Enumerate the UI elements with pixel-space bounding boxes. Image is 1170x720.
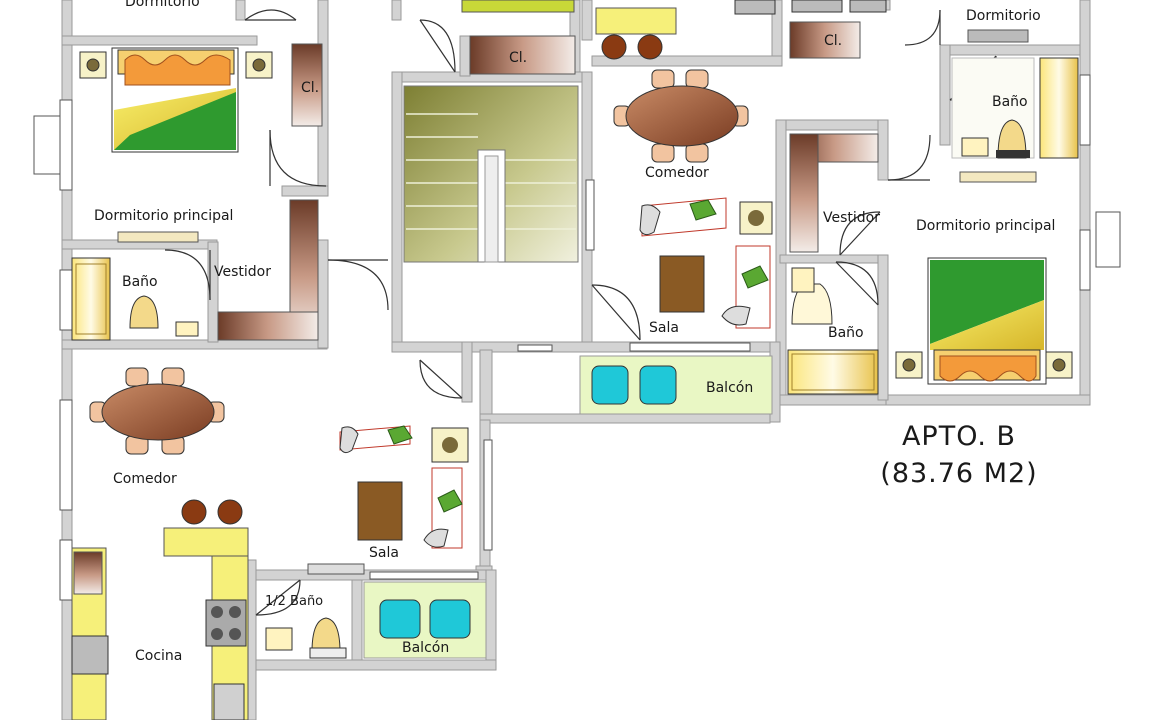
bath-right-fixtures — [787, 267, 879, 395]
dining-table-icon — [89, 367, 225, 455]
sink-icon — [175, 321, 199, 337]
apartment-area: (83.76 M2) — [880, 458, 1037, 489]
living-right-label: Sala — [649, 320, 679, 336]
closets — [217, 21, 879, 341]
armchair-icon — [689, 199, 717, 221]
half-bath-label: 1/2 Baño — [265, 594, 323, 609]
sink-icon — [265, 627, 293, 651]
dorm-top-right-label: Dormitorio — [966, 8, 1041, 24]
closet-left-label: Cl. — [301, 80, 319, 96]
partial-furniture — [461, 0, 1029, 60]
stairs-icon — [403, 85, 579, 263]
kitchen-fixtures — [71, 499, 249, 720]
bed-icon — [79, 47, 273, 243]
toilet-icon — [129, 295, 159, 329]
closet-right-label: Cl. — [824, 33, 842, 49]
balcony-right — [579, 355, 773, 415]
living-left-furniture — [339, 425, 469, 549]
kitchen-label: Cocina — [135, 648, 182, 664]
bath-left-label: Baño — [122, 274, 158, 290]
sink-icon — [213, 683, 245, 720]
living-left-label: Sala — [369, 545, 399, 561]
balcony-right-label: Balcón — [706, 380, 753, 396]
apartment-info: APTO. B (83.76 M2) — [880, 421, 1037, 489]
dining-table-icon — [613, 69, 749, 163]
windows — [33, 74, 1121, 601]
master-left-label: Dormitorio principal — [94, 208, 233, 224]
walkin-right-label: Vestidor — [823, 210, 880, 226]
living-right-furniture — [639, 197, 773, 329]
half-bath-fixtures — [265, 563, 365, 659]
balcony-left — [363, 581, 487, 659]
master-right-label: Dormitorio principal — [916, 218, 1055, 234]
walkin-left-label: Vestidor — [214, 264, 271, 280]
bath-right-label: Baño — [828, 325, 864, 341]
toilet-icon — [997, 119, 1027, 159]
stove-icon — [205, 599, 247, 647]
armchair-icon — [387, 425, 413, 445]
room-labels: Dormitorio Cl. Cl. Cl. Dormitorio Dormit… — [94, 0, 1055, 664]
sink-icon — [961, 137, 989, 157]
bath-right-top-label: Baño — [992, 94, 1028, 110]
armchair-icon — [639, 204, 661, 236]
bed-icon — [895, 257, 1073, 385]
toilet-icon — [311, 617, 341, 653]
sink-icon — [791, 267, 815, 293]
dining-right-label: Comedor — [645, 165, 709, 181]
dorm-top-left-label: Dormitorio — [125, 0, 200, 10]
toilet-icon — [791, 283, 833, 325]
door-swing-icon — [164, 9, 997, 616]
armchair-icon — [339, 426, 359, 454]
lamp-icon — [431, 427, 469, 463]
bath-left-fixtures — [71, 257, 199, 341]
closet-center-label: Cl. — [509, 50, 527, 66]
dining-left-label: Comedor — [113, 471, 177, 487]
balcony-left-label: Balcón — [402, 640, 449, 656]
apartment-name: APTO. B — [902, 421, 1016, 452]
bath-right-top-fixtures — [951, 57, 1079, 183]
